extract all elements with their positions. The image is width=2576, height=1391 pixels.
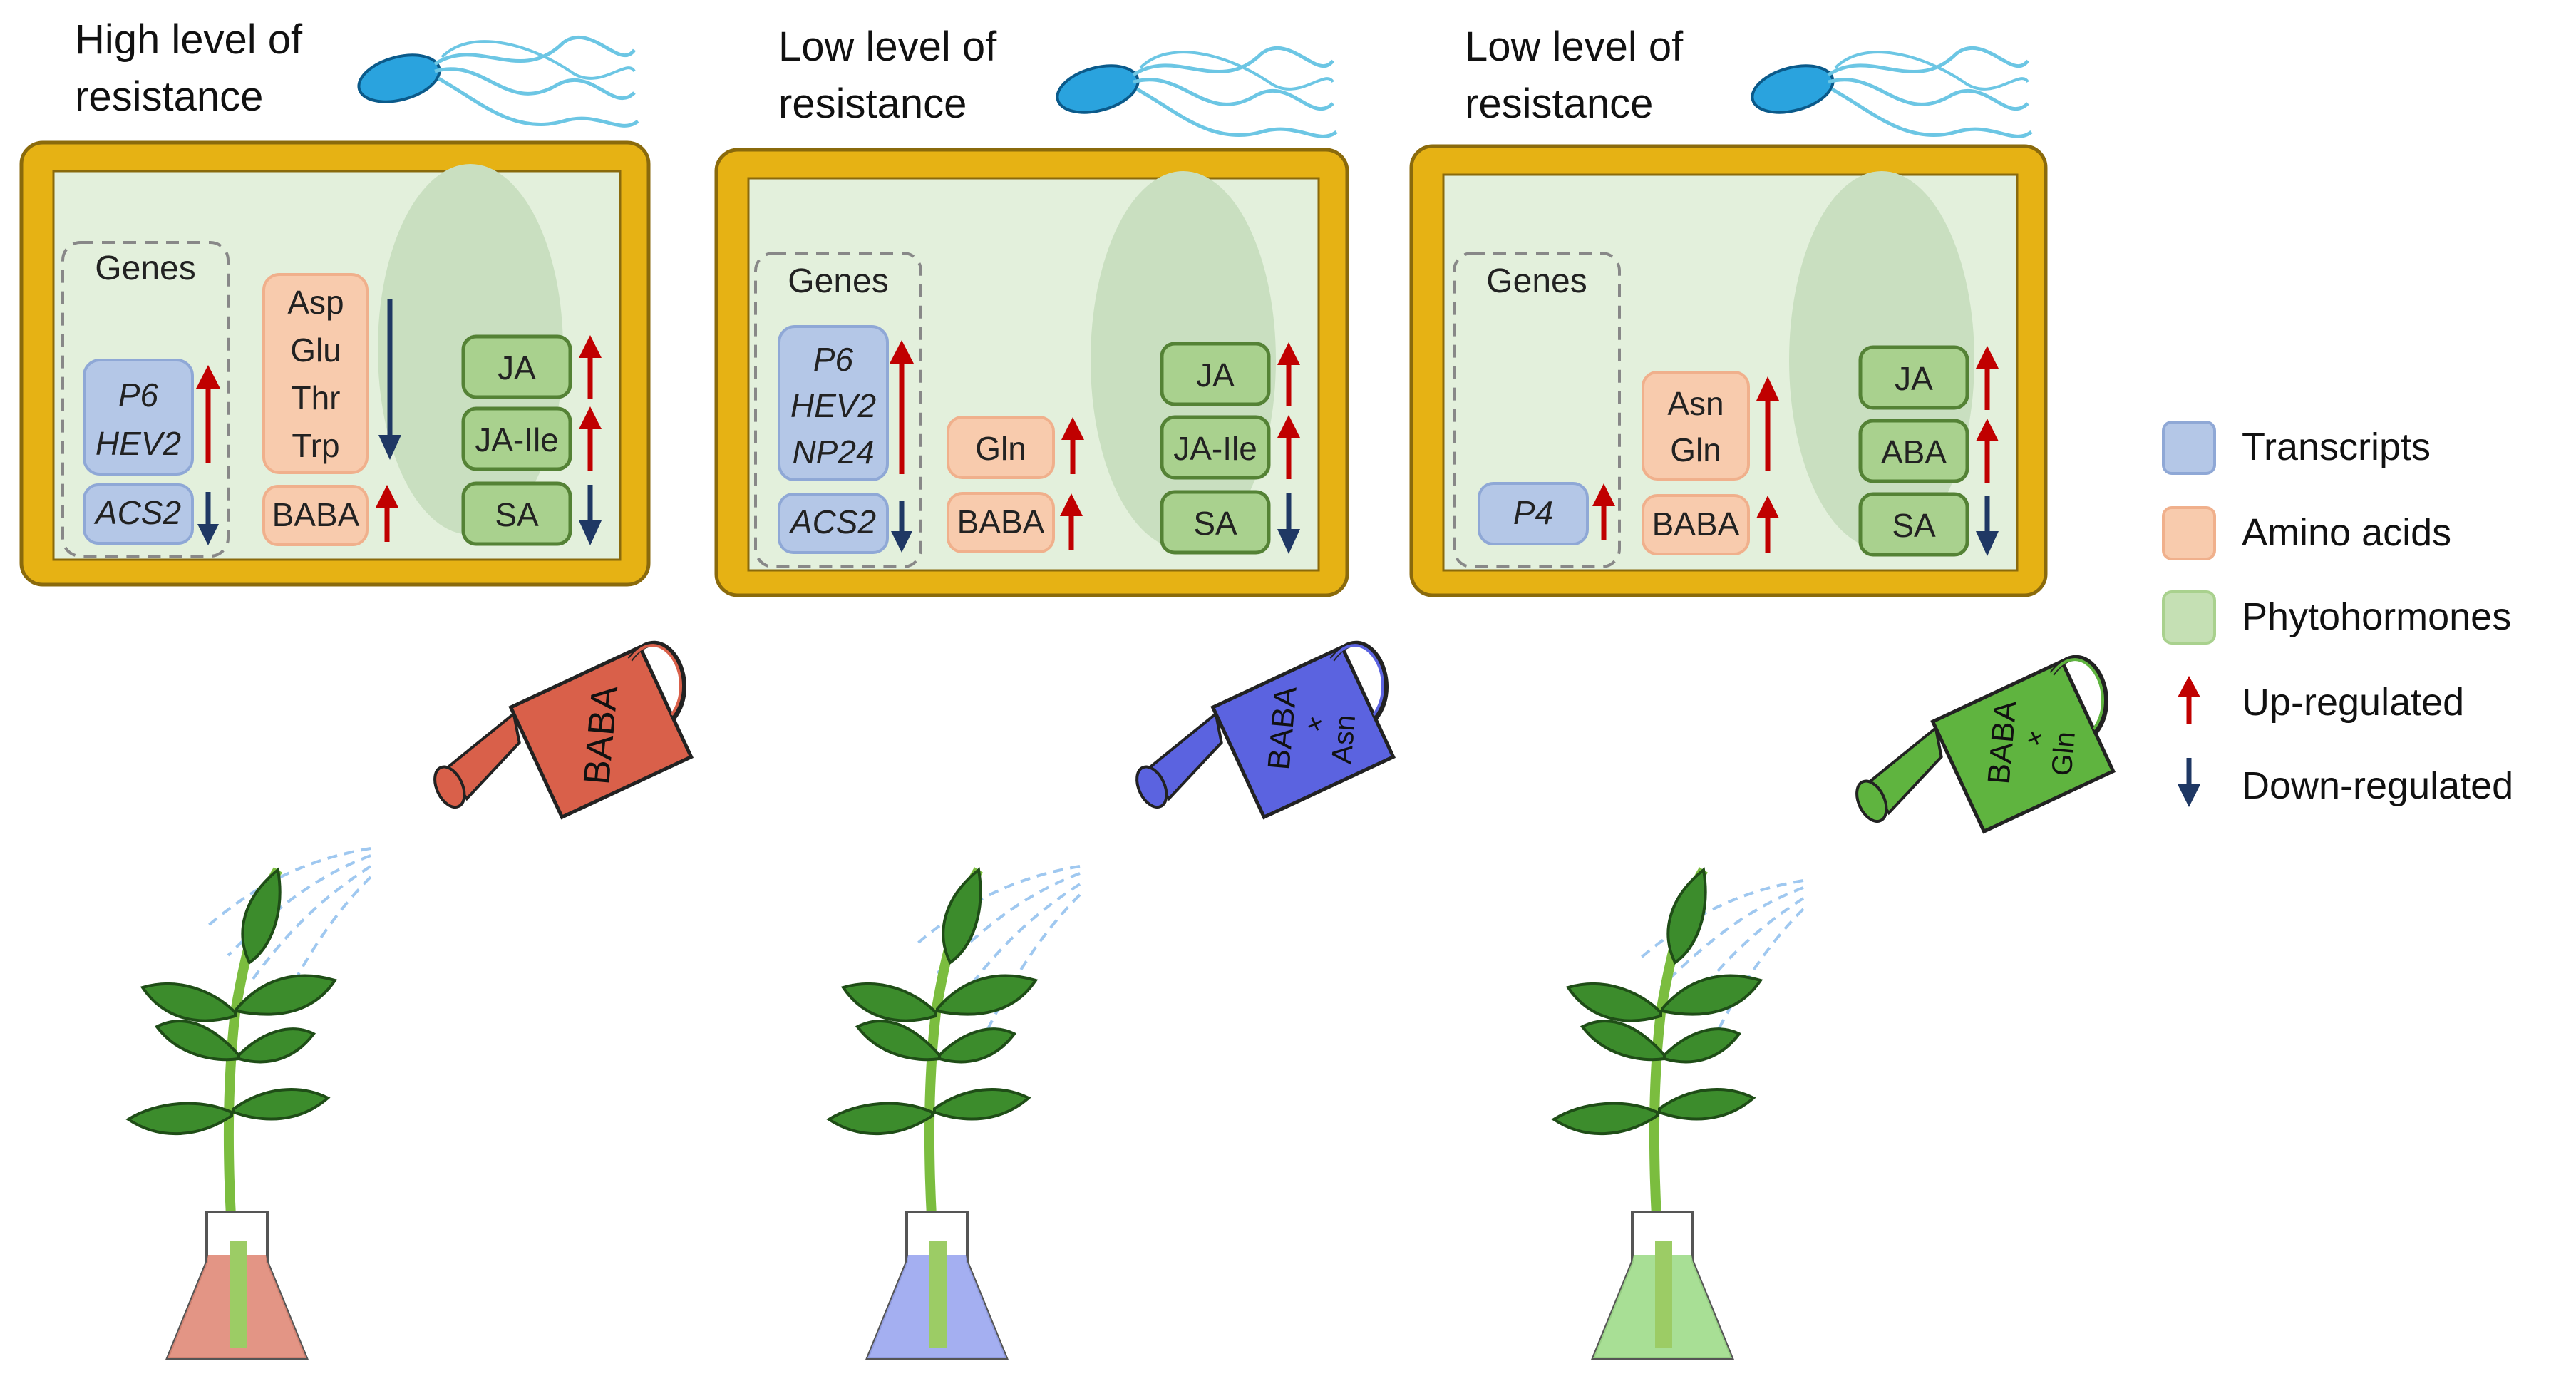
hormone-ja-ile: JA-Ile — [1173, 430, 1257, 467]
amino-asn: Asn — [1667, 385, 1724, 422]
amino-glu: Glu — [290, 332, 341, 369]
resistance-label-line1: Low level of — [1465, 24, 1684, 70]
amino-trp: Trp — [292, 427, 339, 464]
hormone-sa: SA — [495, 496, 539, 533]
pathogen-icon — [1747, 48, 2031, 136]
panel-2: Low level of resistance Genes P6 HEV2 NP… — [716, 24, 1418, 1358]
transcript-hev2: HEV2 — [96, 425, 181, 462]
hormone-ja-ile: JA-Ile — [475, 421, 559, 458]
legend-swatch-amino-acids — [2163, 508, 2215, 559]
legend: Transcripts Amino acids Phytohormones Up… — [2163, 422, 2513, 807]
genes-header: Genes — [788, 262, 888, 300]
amino-baba: BABA — [957, 503, 1045, 540]
legend-label-up-regulated: Up-regulated — [2242, 681, 2464, 724]
transcript-acs2: ACS2 — [788, 503, 876, 540]
amino-gln: Gln — [975, 430, 1026, 467]
flask-icon — [867, 1212, 1006, 1358]
transcript-p4: P4 — [1513, 494, 1553, 531]
panel-1: High level of resistance Genes P6 HEV2 A… — [21, 16, 716, 1358]
pathogen-icon — [354, 37, 638, 125]
amino-thr: Thr — [292, 379, 341, 416]
watering-can-icon: BABA + Gln — [1840, 650, 2138, 875]
pathogen-icon — [1052, 48, 1336, 136]
hormone-aba: ABA — [1881, 433, 1947, 471]
resistance-label-line1: High level of — [75, 16, 303, 63]
legend-label-amino-acids: Amino acids — [2242, 511, 2451, 554]
hormone-ja: JA — [1196, 356, 1235, 394]
hormone-sa: SA — [1193, 505, 1237, 542]
transcript-acs2: ACS2 — [93, 494, 181, 531]
amino-baba: BABA — [1652, 505, 1740, 543]
hormone-sa: SA — [1892, 507, 1936, 544]
transcript-p6: P6 — [118, 376, 159, 414]
resistance-label-line1: Low level of — [778, 24, 997, 70]
can-label-line3: Gln — [2046, 730, 2081, 777]
legend-label-down-regulated: Down-regulated — [2242, 764, 2513, 807]
can-label-line3: Asn — [1326, 714, 1361, 766]
can-label-line1: BABA — [1982, 699, 2024, 786]
legend-label-transcripts: Transcripts — [2242, 426, 2431, 468]
watering-can-icon: BABA — [418, 635, 716, 861]
up-arrow-icon — [2178, 676, 2200, 724]
resistance-label-line2: resistance — [75, 73, 263, 120]
genes-header: Genes — [1486, 262, 1587, 300]
panel-3: Low level of resistance Genes P4 Asn Gln — [1411, 24, 2138, 1358]
flask-icon — [1593, 1212, 1732, 1358]
legend-swatch-transcripts — [2163, 422, 2215, 473]
transcript-np24: NP24 — [792, 433, 874, 471]
legend-label-phytohormones: Phytohormones — [2242, 595, 2511, 638]
can-label-line1: BABA — [1262, 684, 1304, 771]
resistance-label-line2: resistance — [778, 81, 967, 127]
flask-icon — [168, 1212, 306, 1358]
down-arrow-icon — [2178, 758, 2200, 807]
amino-baba: BABA — [272, 496, 360, 533]
amino-gln: Gln — [1670, 431, 1721, 468]
amino-asp: Asp — [287, 284, 344, 321]
transcript-hev2: HEV2 — [790, 387, 876, 424]
genes-header: Genes — [95, 250, 195, 287]
can-label: BABA — [576, 684, 626, 786]
watering-can-icon: BABA + Asn — [1120, 635, 1418, 861]
resistance-label-line2: resistance — [1465, 81, 1653, 127]
legend-swatch-phytohormones — [2163, 592, 2215, 643]
transcript-p6: P6 — [813, 341, 854, 378]
hormone-ja: JA — [1895, 360, 1933, 397]
hormone-ja: JA — [498, 349, 536, 386]
